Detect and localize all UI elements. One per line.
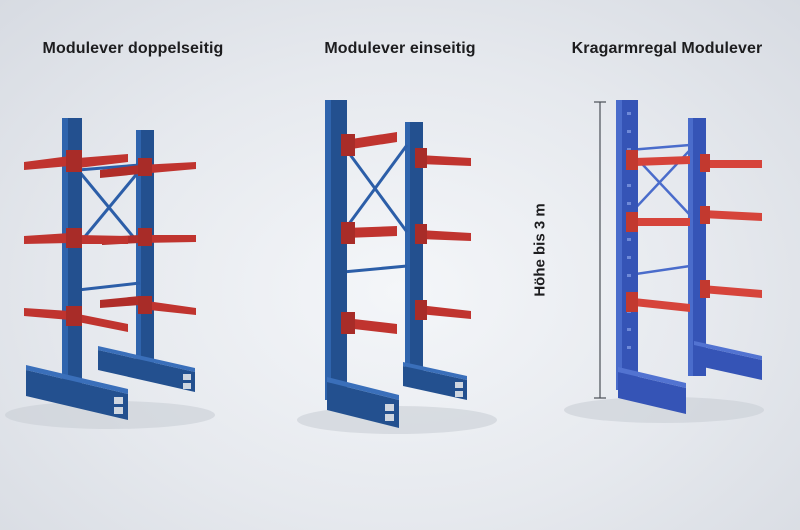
title-single-sided: Modulever einseitig [324, 40, 476, 57]
rack-single-sided [297, 100, 497, 434]
height-annotation: Höhe bis 3 m [531, 203, 549, 297]
panel-double-sided: Modulever doppelseitig [0, 0, 266, 530]
title-double-sided: Modulever doppelseitig [42, 40, 224, 57]
title-cantilever: Kragarmregal Modulever [571, 40, 763, 57]
panel-single-sided: Modulever einseitig [267, 0, 533, 530]
rack-double-sided [5, 118, 215, 429]
panel-cantilever: Kragarmregal Modulever [534, 0, 800, 530]
rack-cantilever [564, 100, 764, 423]
